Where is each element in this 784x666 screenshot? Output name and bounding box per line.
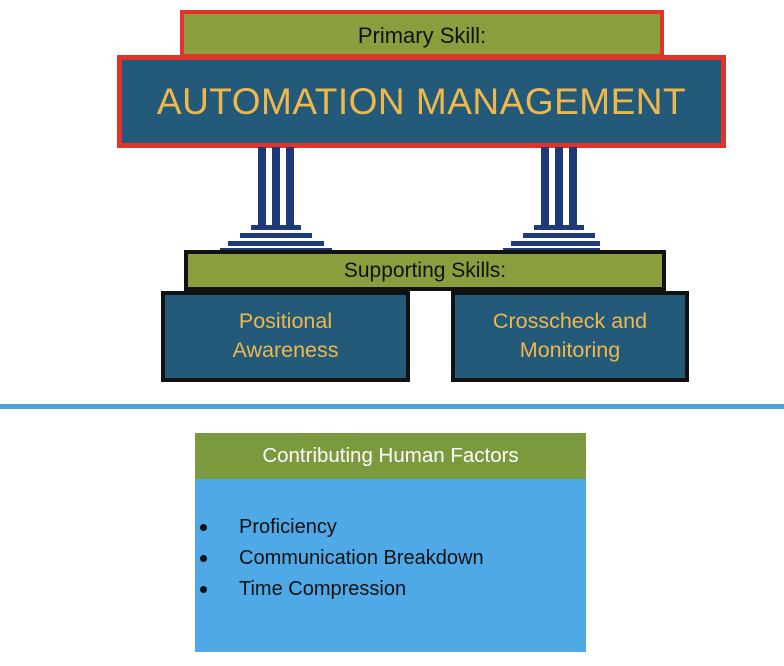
human-factor-text: Proficiency [239, 516, 337, 538]
bullet-icon [200, 586, 207, 593]
human-factor-item: Communication Breakdown [195, 543, 484, 574]
primary-skill-label: Primary Skill: [180, 10, 664, 58]
pillars-graphic [220, 147, 600, 252]
supporting-skill-positional-awareness: Positional Awareness [161, 291, 410, 382]
supporting-skills-label: Supporting Skills: [184, 250, 666, 291]
primary-skill-title: AUTOMATION MANAGEMENT [156, 80, 687, 122]
human-factor-item: Time Compression [195, 574, 484, 605]
primary-skill-box: AUTOMATION MANAGEMENT [117, 55, 726, 148]
human-factors-body: Proficiency Communication Breakdown Time… [195, 479, 586, 652]
right-pillar [503, 147, 600, 252]
left-pillar [220, 147, 332, 252]
human-factor-text: Communication Breakdown [239, 547, 484, 569]
bullet-icon [200, 524, 207, 531]
supporting-skill-line: Awareness [232, 338, 339, 363]
section-divider [0, 404, 784, 409]
supporting-skill-line: Monitoring [519, 338, 621, 363]
human-factors-list: Proficiency Communication Breakdown Time… [195, 512, 484, 605]
supporting-skill-line: Crosscheck and [492, 309, 648, 333]
human-factor-text: Time Compression [239, 578, 407, 600]
supporting-skills-label-text: Supporting Skills: [343, 258, 507, 282]
human-factors-header-text: Contributing Human Factors [262, 444, 519, 467]
supporting-skill-line: Positional [238, 309, 333, 333]
supporting-skill-crosscheck-monitoring: Crosscheck and Monitoring [451, 291, 689, 382]
human-factors-header: Contributing Human Factors [195, 433, 586, 479]
bullet-icon [200, 555, 207, 562]
primary-skill-label-text: Primary Skill: [357, 23, 487, 48]
human-factor-item: Proficiency [195, 512, 484, 543]
